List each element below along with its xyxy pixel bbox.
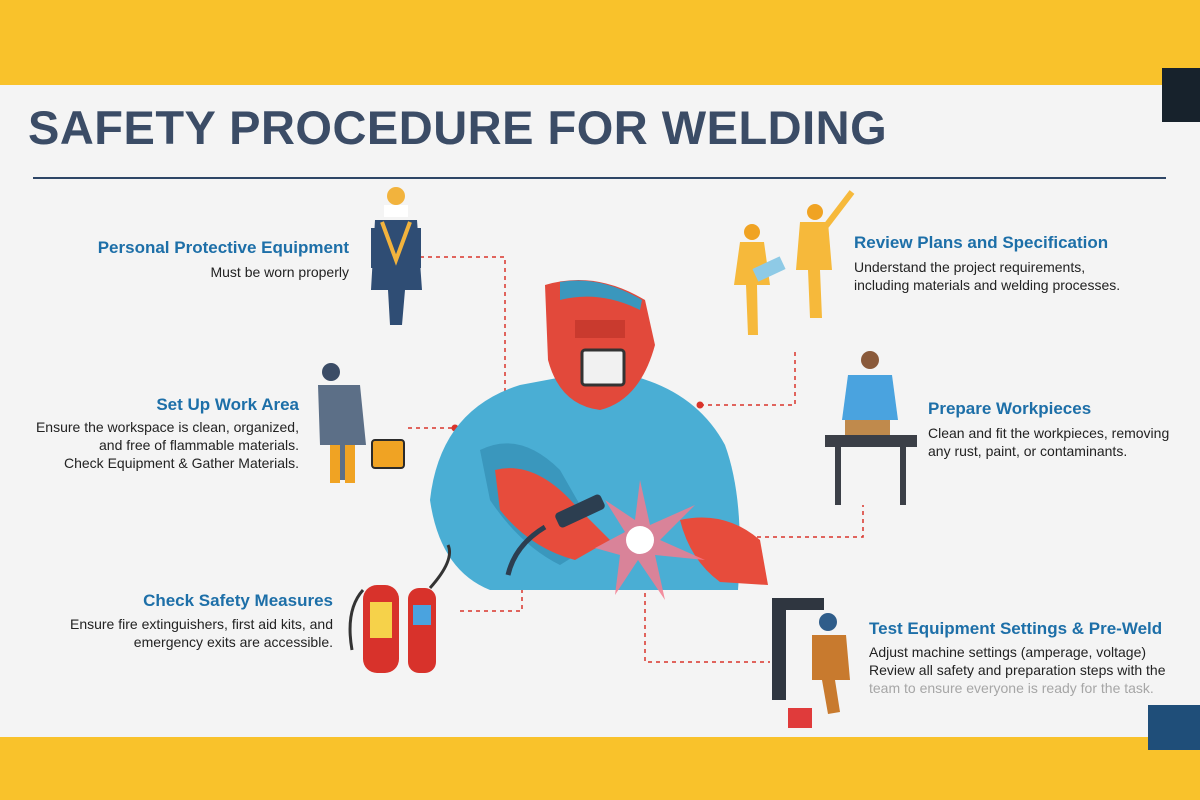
welder-icon (430, 280, 768, 600)
welder-setup-icon (318, 363, 405, 483)
work-area-heading: Set Up Work Area (156, 395, 299, 414)
safety-measures-description: Ensure fire extinguishers, first aid kit… (69, 616, 333, 650)
test-equipment-description: Adjust machine settings (amperage, volta… (869, 644, 1166, 696)
review-plans-description: Understand the project requirements, inc… (854, 259, 1121, 293)
safety-measures-heading: Check Safety Measures (143, 591, 333, 610)
fire-extinguisher-icon (348, 544, 451, 673)
channel-logo (1162, 68, 1200, 122)
ppe-worker-icon (371, 187, 422, 325)
pre-weld-worker-icon (772, 598, 850, 728)
test-equipment-heading: Test Equipment Settings & Pre-Weld (869, 619, 1163, 638)
corner-block (1148, 705, 1200, 750)
workpieces-heading: Prepare Workpieces (928, 399, 1092, 418)
workbench-worker-icon (825, 351, 917, 505)
workpieces-description: Clean and fit the workpieces, removing a… (928, 425, 1170, 459)
ppe-heading: Personal Protective Equipment (97, 238, 349, 257)
page-title: SAFETY PROCEDURE FOR WELDING (28, 101, 888, 154)
engineers-plans-icon (734, 190, 855, 335)
ppe-description: Must be worn properly (210, 264, 349, 280)
review-plans-heading: Review Plans and Specification (854, 233, 1109, 252)
title-divider (33, 177, 1166, 179)
work-area-description: Ensure the workspace is clean, organized… (35, 419, 299, 471)
